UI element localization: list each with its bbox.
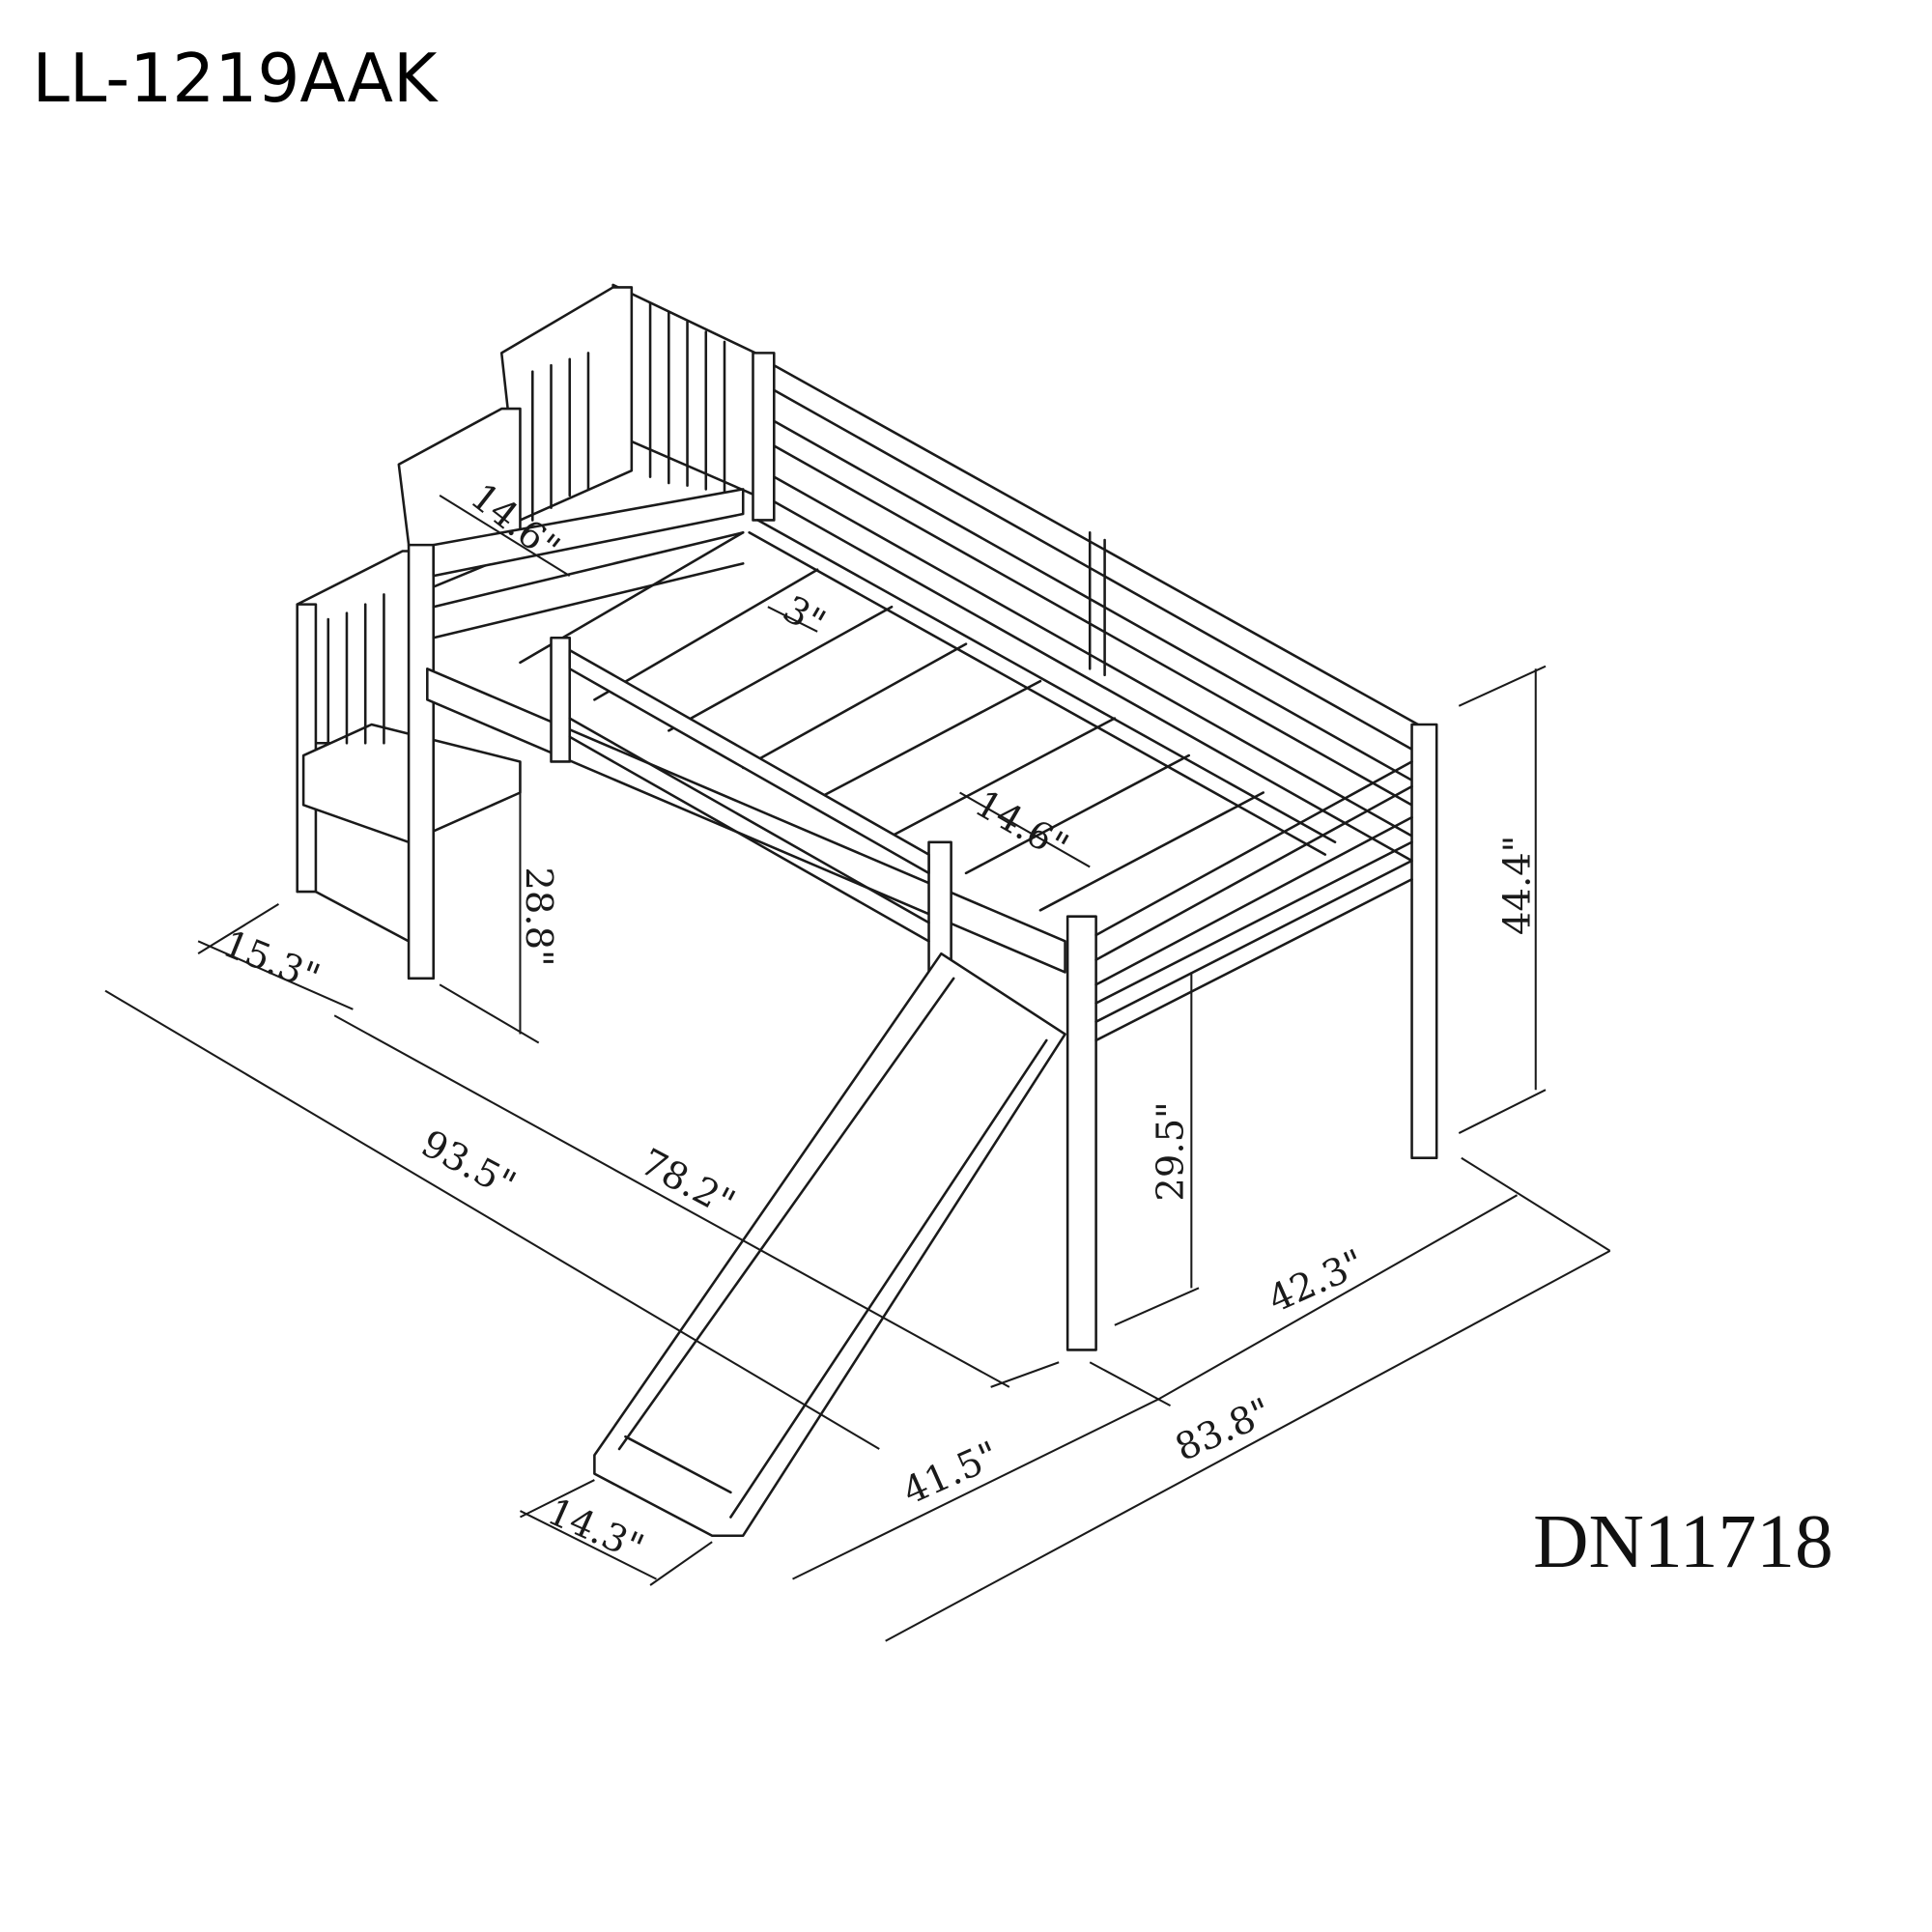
- bed-slats: [519, 519, 1337, 912]
- stair-panel-slats: [327, 301, 726, 745]
- dim-15-3-line: [197, 940, 354, 1010]
- back-right-post: [1410, 723, 1438, 1159]
- guard-post-left: [550, 636, 572, 763]
- dim-label-slide-width: 14.3": [541, 1490, 650, 1570]
- guard-rail-top: [568, 648, 930, 875]
- dim-93-5-line: [104, 989, 880, 1450]
- stair-unit: [296, 283, 757, 943]
- dim-label-guard-height: 14.6": [967, 781, 1075, 869]
- dim-label-bed-length: 78.2": [634, 1141, 742, 1226]
- guard-rail-bottom: [568, 717, 930, 924]
- dim-41-5-line: [792, 1398, 1159, 1580]
- dim-label-overall-height: 44.4": [1495, 836, 1539, 935]
- dim-label-clearance: 29.5": [1149, 1101, 1192, 1201]
- dim-label-slat-spacing: 3": [776, 587, 833, 645]
- dim-14-6-stair-line: [439, 494, 571, 578]
- drawing-code: DN11718: [1533, 1499, 1833, 1584]
- dimension-lines: [104, 494, 1611, 1642]
- front-left-post: [407, 543, 436, 980]
- dim-42-3-line: [1157, 1194, 1519, 1401]
- stair-base-edge: [314, 890, 411, 943]
- stair-front-post: [296, 603, 318, 894]
- front-side-rail: [426, 668, 1066, 974]
- dim-label-stair-height: 28.8": [517, 867, 560, 966]
- dim-78-2-line: [333, 1014, 1010, 1388]
- model-title: LL-1219AAK: [32, 41, 439, 118]
- front-right-post: [1065, 915, 1097, 1351]
- dim-label-stair-depth: 15.3": [216, 923, 326, 1000]
- back-left-post: [752, 352, 776, 522]
- dim-14-3-line: [520, 1510, 657, 1580]
- dim-83-8-line: [885, 1249, 1611, 1642]
- dim-label-overall-length: 93.5": [414, 1122, 523, 1207]
- slide-body: [593, 952, 1066, 1538]
- front-frame: [407, 488, 1066, 980]
- back-guard-rails: [752, 352, 1420, 863]
- slat-support-rail: [748, 531, 1327, 856]
- slide: [593, 952, 1066, 1538]
- right-end-frame: [1065, 723, 1438, 1351]
- stair-back-panel: [611, 283, 757, 497]
- dim-3-line: [767, 606, 818, 633]
- dim-14-6-rail-line: [959, 791, 1091, 868]
- left-end-top-rail: [432, 488, 745, 578]
